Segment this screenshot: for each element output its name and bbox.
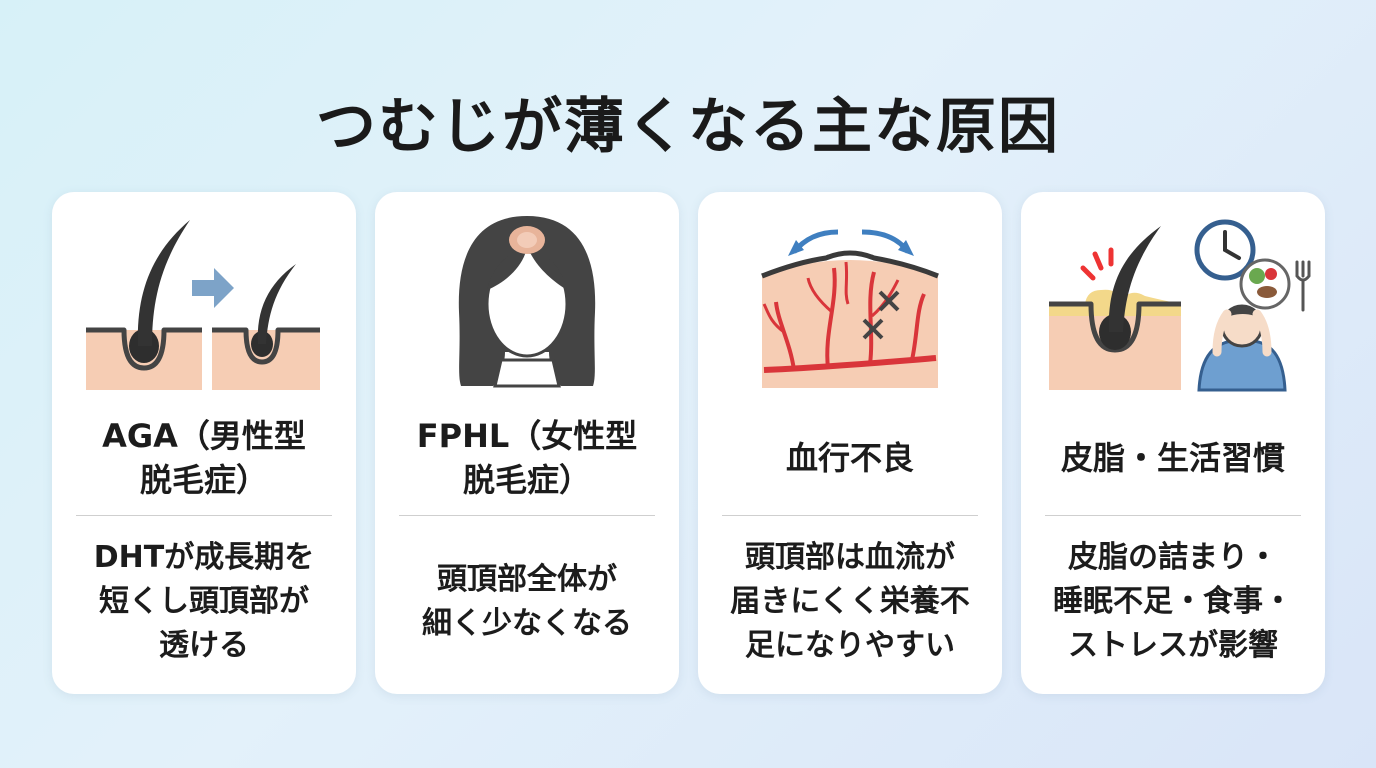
divider	[399, 515, 655, 516]
fphl-illustration	[458, 216, 596, 388]
aga-illustration	[86, 220, 320, 390]
hair-follicle-icon	[86, 220, 202, 390]
card-heading: 血行不良	[698, 436, 1002, 480]
heading-line: AGA（男性型	[102, 417, 306, 455]
desc-line: 睡眠不足・食事・	[1053, 584, 1293, 619]
heading-line: 血行不良	[785, 439, 914, 477]
divider	[76, 515, 332, 516]
fork-icon	[1295, 260, 1311, 312]
thin-hair-follicle-icon	[212, 264, 320, 390]
card-heading: FPHL（女性型 脱毛症）	[375, 414, 679, 502]
heading-line: FPHL（女性型	[416, 417, 638, 455]
lifestyle-illustration	[1049, 219, 1311, 392]
desc-line: 足になりやすい	[745, 628, 955, 663]
desc-line: 頭頂部全体が	[437, 562, 617, 597]
desc-line: 細く少なくなる	[422, 606, 632, 641]
card-description: 頭頂部は血流が 届きにくく栄養不 足になりやすい	[698, 536, 1002, 668]
divider	[1045, 515, 1301, 516]
meal-plate-icon	[1239, 258, 1291, 310]
desc-line: 頭頂部は血流が	[745, 540, 955, 575]
arrow-right-icon	[192, 268, 234, 308]
desc-line: 短くし頭頂部が	[99, 584, 309, 619]
card-blood-circulation: 血行不良 頭頂部は血流が 届きにくく栄養不 足になりやすい	[698, 192, 1002, 694]
card-aga: AGA（男性型 脱毛症） DHTが成長期を 短くし頭頂部が 透ける	[52, 192, 356, 694]
desc-line: DHTが成長期を	[93, 540, 315, 575]
stressed-person-icon	[1197, 304, 1287, 392]
heading-line: 脱毛症）	[139, 461, 268, 499]
desc-line: 皮脂の詰まり・	[1068, 540, 1278, 575]
scalp-blood-vessels-icon	[761, 229, 939, 388]
card-description: 皮脂の詰まり・ 睡眠不足・食事・ ストレスが影響	[1021, 536, 1325, 668]
desc-line: 透ける	[159, 628, 249, 663]
divider	[722, 515, 978, 516]
desc-line: 届きにくく栄養不	[730, 584, 970, 619]
heading-line: 脱毛症）	[462, 461, 591, 499]
card-description: 頭頂部全体が 細く少なくなる	[375, 558, 679, 646]
circulation-illustration	[761, 229, 939, 388]
sebum-follicle-icon	[1049, 226, 1181, 390]
card-heading: 皮脂・生活習慣	[1021, 436, 1325, 480]
desc-line: ストレスが影響	[1068, 628, 1278, 663]
page-title: つむじが薄くなる主な原因	[316, 92, 1060, 162]
card-sebum-lifestyle: 皮脂・生活習慣 皮脂の詰まり・ 睡眠不足・食事・ ストレスが影響	[1021, 192, 1325, 694]
card-description: DHTが成長期を 短くし頭頂部が 透ける	[52, 536, 356, 668]
heading-line: 皮脂・生活習慣	[1060, 439, 1285, 477]
card-heading: AGA（男性型 脱毛症）	[52, 414, 356, 502]
woman-head-icon	[458, 216, 596, 388]
card-fphl: FPHL（女性型 脱毛症） 頭頂部全体が 細く少なくなる	[375, 192, 679, 694]
clock-icon	[1194, 219, 1256, 281]
